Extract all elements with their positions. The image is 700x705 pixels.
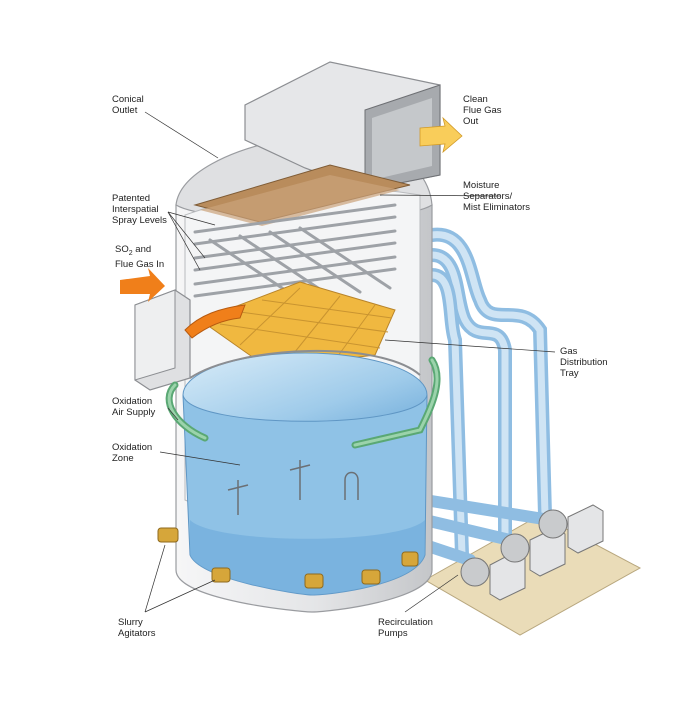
label-recirculation-pumps: Recirculation Pumps [378,617,433,639]
label-clean-flue-gas-out: Clean Flue Gas Out [463,94,502,127]
label-oxidation-zone: Oxidation Zone [112,442,153,464]
flue-gas-in-arrow [120,268,165,302]
slurry-agitator-motors [157,527,419,589]
internal-agitators [227,460,359,515]
label-moisture-separators: Moisture Separators/ Mist Eliminators [463,180,531,213]
label-oxidation-air-supply: Oxidation Air Supply [112,396,156,418]
clean-gas-out-arrow [419,116,463,154]
label-spray-levels: Patented Interspatial Spray Levels [112,193,167,226]
pump [460,551,526,601]
label-conical-outlet: Conical Outlet [112,94,144,116]
pump [500,527,566,577]
spray-levels [193,203,397,302]
inlet-flow-arc [184,304,246,339]
label-gas-distribution-tray: Gas Distribution Tray [560,346,608,379]
label-slurry-agitators: Slurry Agitators [118,617,156,639]
recirculation-pumps-group [460,504,604,601]
leader-lines [144,111,556,613]
recirculation-pipes [419,227,556,566]
pump [538,504,604,554]
tank-railing [189,350,421,379]
